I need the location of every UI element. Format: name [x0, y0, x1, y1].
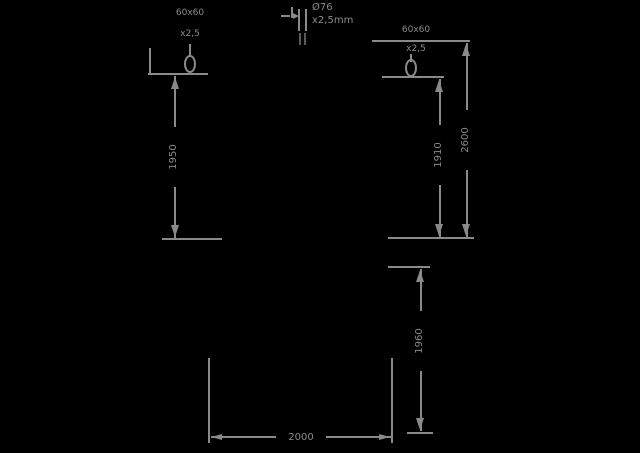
- arrowhead-up-icon: [435, 80, 443, 92]
- arrowhead-up-icon: [171, 77, 179, 89]
- plan-depth-dimension-label: 1960: [414, 311, 428, 371]
- tube-left-wall-line: [298, 9, 300, 31]
- right-crossbar-top-line: [372, 40, 470, 42]
- arrowhead-down-icon: [171, 225, 179, 237]
- arrowhead-up-icon: [416, 270, 424, 282]
- center-tube-label-line2: x2,5mm: [312, 15, 354, 26]
- left-ground-line: [162, 238, 222, 240]
- plan-left-edge-line: [208, 358, 210, 443]
- tube-left-break-line: [299, 33, 301, 45]
- right-post-label-line1: 60x60: [401, 25, 431, 35]
- leader-tick-line: [291, 7, 293, 18]
- right-hook-eyelet-icon: [405, 59, 417, 77]
- arrowhead-down-icon: [416, 418, 424, 430]
- right-ground-line: [388, 237, 474, 239]
- arrowhead-down-icon: [435, 224, 443, 236]
- tube-right-wall-line: [305, 9, 307, 31]
- right-hook-stem-line: [410, 54, 412, 62]
- arrowhead-down-icon: [462, 224, 470, 236]
- left-post-label-line1: 60x60: [175, 8, 205, 18]
- right-post-label-line2: x2,5: [406, 44, 426, 54]
- plan-top-reference-line: [388, 266, 430, 268]
- tube-right-break-line: [304, 33, 306, 45]
- left-height-dimension-label: 1950: [168, 127, 182, 187]
- plan-right-edge-line: [391, 358, 393, 443]
- leader-line: [281, 15, 290, 17]
- left-upright-line: [149, 48, 151, 74]
- center-tube-label-line1: Ø76: [312, 2, 333, 13]
- leader-arrowhead-right-icon: [293, 13, 299, 19]
- arrowhead-up-icon: [462, 44, 470, 56]
- right-inner-height-dimension-label: 1910: [433, 125, 447, 185]
- left-hook-eyelet-icon: [184, 55, 196, 73]
- plan-bottom-reference-line: [407, 432, 433, 434]
- arrowhead-left-icon: [211, 434, 222, 440]
- plan-width-dimension-label: 2000: [276, 432, 326, 444]
- left-post-top-line: [148, 73, 208, 75]
- total-height-dimension-label: 2600: [460, 110, 474, 170]
- left-hook-stem-line: [189, 44, 191, 56]
- arrowhead-right-icon: [379, 434, 390, 440]
- left-post-label-line2: x2,5: [180, 29, 200, 39]
- right-lower-bar-line: [382, 76, 444, 78]
